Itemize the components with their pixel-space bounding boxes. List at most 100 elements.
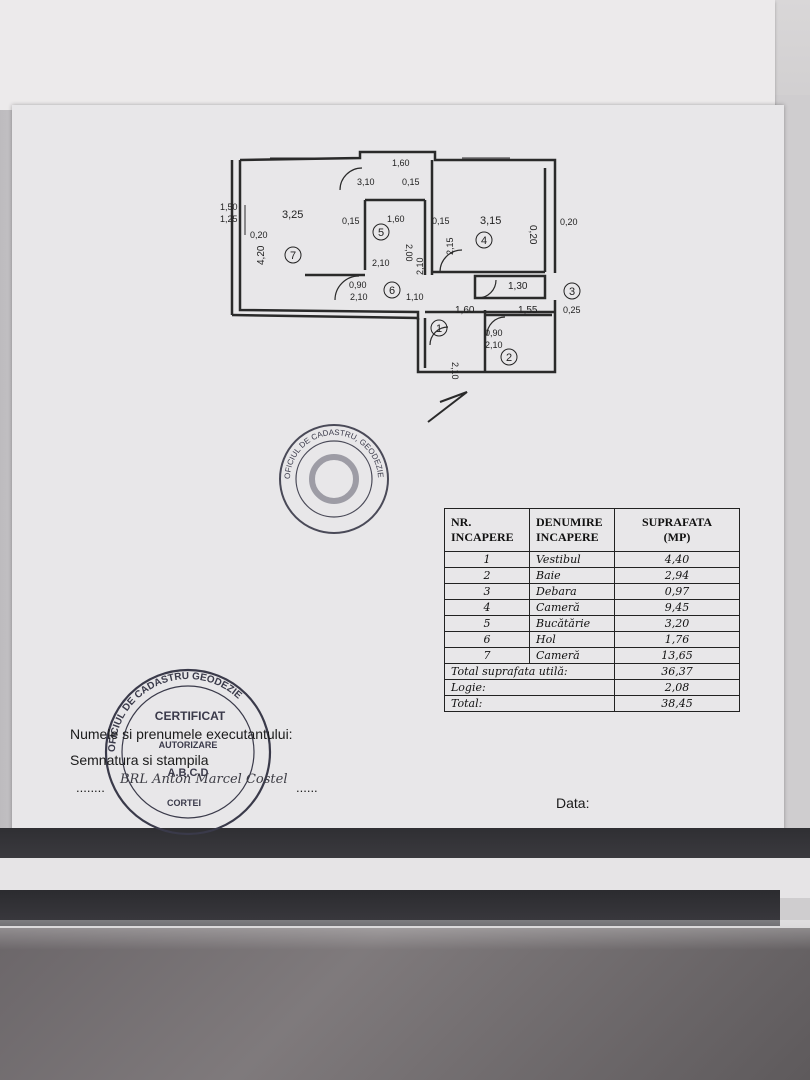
total-row: Total: 38,45 (444, 695, 740, 712)
row-nr: 1 (444, 551, 530, 568)
room-table: NR. INCAPERE DENUMIRE INCAPERE SUPRAFATA… (444, 508, 740, 712)
table-row: 4 Cameră 9,45 (444, 599, 740, 616)
table-header-row: NR. INCAPERE DENUMIRE INCAPERE SUPRAFATA… (444, 508, 740, 552)
dim-label: 4,20 (256, 245, 267, 265)
total-row: Logie: 2,08 (444, 679, 740, 696)
loggia-label: Logie: (444, 679, 615, 696)
row-nr: 3 (444, 583, 530, 600)
row-nr: 4 (444, 599, 530, 616)
room-circle-4: 4 (475, 231, 493, 249)
certificate-stamp (104, 668, 272, 836)
dim-label: 3,10 (357, 177, 375, 187)
dim-label: 1,60 (392, 158, 410, 168)
certificate-line-1: CERTIFICAT (155, 709, 226, 723)
header-name: DENUMIRE INCAPERE (529, 508, 615, 552)
table-row: 1 Vestibul 4,40 (444, 551, 740, 568)
signature-dots-left: ........ (76, 780, 105, 795)
dim-label: 2,00 (404, 244, 414, 262)
row-name: Bucătărie (529, 615, 615, 632)
top-sheet (0, 0, 775, 110)
row-area: 4,40 (614, 551, 740, 568)
row-area: 13,65 (614, 647, 740, 664)
door-swings (334, 167, 506, 346)
wall-outer-bottom (231, 313, 419, 320)
door-arc-5 (429, 326, 449, 346)
total-useful-value: 36,37 (614, 663, 740, 680)
row-name: Baie (529, 567, 615, 584)
row-area: 0,97 (614, 583, 740, 600)
dim-label: 1,55 (518, 305, 538, 316)
dim-label: 0,20 (527, 225, 538, 245)
executant-name-label: Numele si prenumele executantului: (70, 726, 293, 742)
row-nr: 5 (444, 615, 530, 632)
room-number-3: 3 (569, 286, 575, 298)
row-name: Debara (529, 583, 615, 600)
dim-label: 3,25 (282, 209, 303, 221)
room-number-1: 1 (436, 323, 442, 335)
dim-label: 1,60 (387, 214, 405, 224)
dim-label: 2,10 (450, 362, 460, 380)
dim-label: 2,10 (372, 258, 390, 268)
dim-label: 2,10 (415, 257, 425, 275)
room-number-7: 7 (290, 250, 296, 262)
table-row: 2 Baie 2,94 (444, 567, 740, 584)
row-area: 9,45 (614, 599, 740, 616)
door-arc-4 (477, 279, 497, 299)
room-circle-6: 6 (383, 281, 401, 299)
room-number-6: 6 (389, 285, 395, 297)
room-circle-3: 3 (563, 282, 581, 300)
table-row: 7 Cameră 13,65 (444, 647, 740, 664)
dim-label: 1,60 (455, 305, 475, 316)
grand-total-value: 38,45 (614, 695, 740, 712)
row-nr: 2 (444, 567, 530, 584)
room-number-2: 2 (506, 352, 512, 364)
dim-label: 0,20 (250, 230, 268, 240)
north-arrow-icon (427, 391, 468, 423)
row-area: 3,20 (614, 615, 740, 632)
binder-band-lower (0, 890, 780, 926)
door-arc-2 (334, 275, 360, 301)
dim-label: 2,10 (350, 292, 368, 302)
windows (244, 157, 510, 235)
room-number-5: 5 (378, 227, 384, 239)
certificate-line-4: CORTEI (167, 798, 201, 808)
row-nr: 7 (444, 647, 530, 664)
binder-band (0, 828, 810, 862)
date-label: Data: (556, 795, 590, 811)
room-circle-1: 1 (430, 319, 448, 337)
header-area: SUPRAFATA (MP) (614, 508, 740, 552)
door-arc-3 (439, 249, 463, 273)
table-row: 5 Bucătărie 3,20 (444, 615, 740, 632)
room-circle-2: 2 (500, 348, 518, 366)
total-row: Total suprafata utilă: 36,37 (444, 663, 740, 680)
table-row: 3 Debara 0,97 (444, 583, 740, 600)
handwritten-signature: BRL Anton Marcel Costel (120, 772, 288, 787)
dim-label: 3,15 (480, 215, 501, 227)
row-name: Hol (529, 631, 615, 648)
table-row: 6 Hol 1,76 (444, 631, 740, 648)
row-area: 2,94 (614, 567, 740, 584)
dimension-labels: 1,60 3,25 0,15 1,60 0,15 3,15 0,20 2,00 … (220, 158, 581, 380)
document-page (12, 105, 784, 840)
walls (230, 150, 557, 374)
room-circle-7: 7 (284, 246, 302, 264)
dim-label: 1,25 (220, 214, 238, 224)
door-arc-6 (486, 316, 506, 336)
row-area: 1,76 (614, 631, 740, 648)
plastic-glare (0, 920, 810, 950)
dim-label: 0,15 (432, 216, 450, 226)
dim-label: 1,10 (406, 292, 424, 302)
dim-label: 0,25 (563, 305, 581, 315)
dim-label: 0,15 (402, 177, 420, 187)
dim-label: 1,30 (508, 281, 528, 292)
wall-bath-outer (416, 300, 557, 374)
background-surface (0, 928, 810, 1080)
cadastre-stamp-text: OFICIUL DE CADASTRU, GEODEZIE SI CARTOGR… (0, 0, 385, 480)
dim-label: 0,90 (485, 328, 503, 338)
signature-dots-right: ...... (296, 780, 318, 795)
dim-label: 0,15 (342, 216, 360, 226)
row-nr: 6 (444, 631, 530, 648)
header-nr: NR. INCAPERE (444, 508, 530, 552)
dim-label: 1,50 (220, 202, 238, 212)
